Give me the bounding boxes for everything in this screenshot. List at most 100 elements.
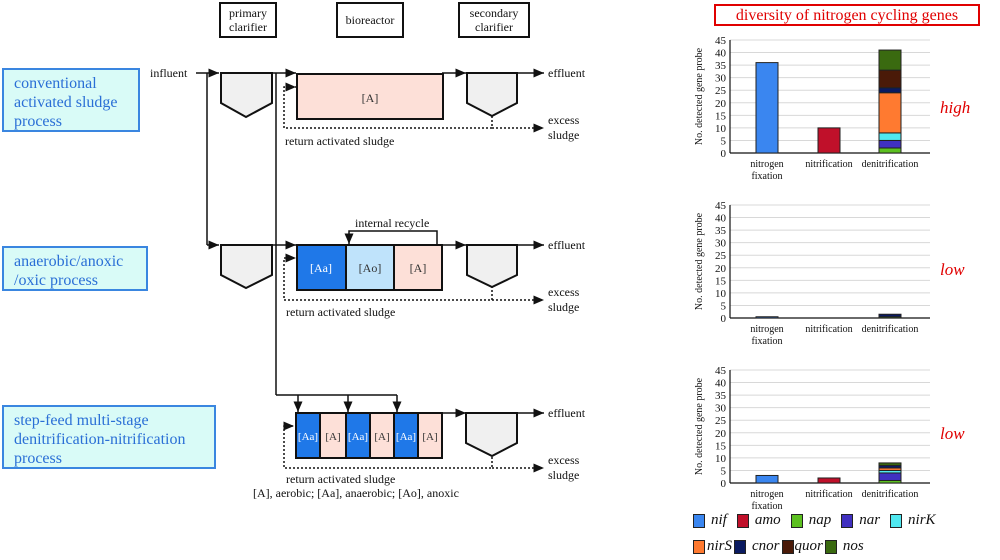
process-line: process bbox=[14, 450, 62, 467]
chart-title: diversity of nitrogen cycling genes bbox=[714, 4, 980, 26]
primary-clarifier-line1: primary bbox=[229, 6, 267, 20]
secondary-clarifier-1 bbox=[466, 72, 518, 118]
x-tick-label: fixation bbox=[751, 501, 782, 510]
bar-segment-nif bbox=[755, 474, 779, 484]
secondary-clarifier-2 bbox=[466, 244, 518, 289]
legend-row-1: nif amo nap nar nirK bbox=[693, 512, 946, 529]
y-tick-label: 40 bbox=[715, 48, 727, 60]
y-axis-label: No. detected gene probe bbox=[694, 377, 705, 475]
legend-swatch bbox=[781, 539, 794, 554]
primary-clarifier-1 bbox=[220, 72, 273, 119]
return-sludge-label: return activated sludge bbox=[285, 134, 394, 148]
bioreactor-header: bioreactor bbox=[336, 2, 404, 38]
excess-sludge-label: excess bbox=[548, 285, 580, 299]
y-tick-label: 45 bbox=[715, 365, 727, 377]
secondary-clarifier-line1: secondary bbox=[469, 6, 519, 20]
reactor-label: [A] bbox=[410, 261, 427, 275]
bioreactor-stage-2 bbox=[319, 412, 347, 459]
secondary-clarifier-header: secondary clarifier bbox=[458, 2, 530, 38]
influent-label: influent bbox=[150, 66, 188, 80]
legend-swatch bbox=[693, 513, 705, 528]
reactor-label: [Ao] bbox=[359, 261, 382, 275]
legend-item-nap: nap bbox=[790, 512, 832, 529]
x-tick-label: fixation bbox=[751, 336, 782, 347]
legend-label: nar bbox=[859, 512, 881, 528]
y-axis-label: No. detected gene probe bbox=[694, 212, 705, 310]
reactor-label: [A] bbox=[362, 91, 379, 105]
bar-segment-quor bbox=[878, 69, 902, 89]
legend-swatch bbox=[734, 539, 747, 554]
diversity-level-1: high bbox=[940, 98, 971, 117]
bioreactor-stage-6 bbox=[417, 412, 443, 459]
effluent-label: effluent bbox=[548, 406, 586, 420]
y-tick-label: 10 bbox=[715, 123, 727, 135]
bioreactor-aerobic-2 bbox=[393, 244, 443, 291]
flow-diagram: [A] [Aa] [Ao] [A] [Aa] [A] [Aa] [A] [Aa]… bbox=[150, 66, 586, 500]
y-tick-label: 5 bbox=[721, 135, 727, 147]
y-tick-label: 20 bbox=[715, 98, 727, 110]
excess-sludge-label: sludge bbox=[548, 300, 579, 314]
bar-segment-nirK bbox=[878, 132, 902, 141]
y-tick-label: 5 bbox=[721, 465, 727, 477]
legend-swatch bbox=[736, 513, 749, 528]
y-tick-label: 20 bbox=[715, 428, 727, 440]
bar-segment-cnor bbox=[878, 313, 902, 318]
y-tick-label: 25 bbox=[715, 250, 727, 262]
diversity-level-2: low bbox=[940, 260, 965, 279]
process-line: activated sludge bbox=[14, 94, 118, 111]
primary-clarifier-2 bbox=[220, 244, 273, 290]
bioreactor-stage-3 bbox=[345, 412, 371, 459]
legend-swatch bbox=[841, 513, 854, 528]
y-axis-label: No. detected gene probe bbox=[694, 47, 705, 145]
reactor-label: [Aa] bbox=[396, 431, 416, 443]
legend-item-quor: quor bbox=[781, 538, 823, 555]
y-tick-label: 15 bbox=[715, 440, 727, 452]
excess-sludge-label: excess bbox=[548, 113, 580, 127]
process-line: step-feed multi-stage bbox=[14, 412, 149, 429]
return-sludge-line-2 bbox=[283, 253, 493, 301]
y-tick-label: 45 bbox=[715, 35, 727, 47]
bar-segment-nos bbox=[878, 462, 902, 466]
process-box-stepfeed: step-feed multi-stage denitrification-ni… bbox=[2, 405, 216, 469]
reactor-key-label: [A], aerobic; [Aa], anaerobic; [Ao], ano… bbox=[253, 486, 459, 500]
x-tick-label: denitrification bbox=[862, 324, 919, 335]
y-tick-label: 30 bbox=[715, 73, 727, 85]
legend-label: nap bbox=[808, 512, 832, 528]
legend-swatch bbox=[790, 513, 803, 528]
reactor-label: [A] bbox=[325, 431, 340, 443]
excess-sludge-label: sludge bbox=[548, 468, 579, 482]
x-tick-label: nitrification bbox=[805, 489, 852, 500]
primary-clarifier-header: primary clarifier bbox=[219, 2, 277, 38]
legend-item-nif: nif bbox=[693, 512, 727, 529]
effluent-label: effluent bbox=[548, 238, 586, 252]
process-box-conventional: conventional activated sludge process bbox=[2, 68, 140, 132]
y-tick-label: 30 bbox=[715, 238, 727, 250]
effluent-label: effluent bbox=[548, 66, 586, 80]
y-tick-label: 20 bbox=[715, 263, 727, 275]
legend-label: quor bbox=[794, 538, 823, 554]
bar-segment-amo bbox=[817, 127, 841, 154]
y-tick-label: 35 bbox=[715, 225, 727, 237]
y-tick-label: 5 bbox=[721, 300, 727, 312]
bioreactor-anaerobic-2 bbox=[296, 244, 347, 291]
secondary-clarifier-line2: clarifier bbox=[475, 20, 513, 34]
y-tick-label: 25 bbox=[715, 85, 727, 97]
reactor-label: [Aa] bbox=[310, 261, 332, 275]
return-sludge-label: return activated sludge bbox=[286, 472, 395, 486]
bar-segment-nar bbox=[878, 139, 902, 149]
return-sludge-line-3 bbox=[283, 421, 493, 469]
bioreactor-label: bioreactor bbox=[345, 13, 395, 27]
y-tick-label: 15 bbox=[715, 110, 727, 122]
y-tick-label: 45 bbox=[715, 200, 727, 212]
bar-segment-nif bbox=[755, 62, 779, 154]
y-tick-label: 10 bbox=[715, 453, 727, 465]
process-box-a2o: anaerobic/anoxic /oxic process bbox=[2, 246, 148, 291]
bioreactor-anoxic-2 bbox=[345, 244, 395, 291]
legend-item-nos: nos bbox=[824, 538, 864, 555]
return-sludge-line-1 bbox=[283, 82, 493, 129]
primary-clarifier-line2: clarifier bbox=[229, 20, 267, 34]
bioreactor-aerobic-1 bbox=[296, 73, 444, 120]
legend-label: nif bbox=[711, 512, 727, 528]
y-tick-label: 35 bbox=[715, 390, 727, 402]
